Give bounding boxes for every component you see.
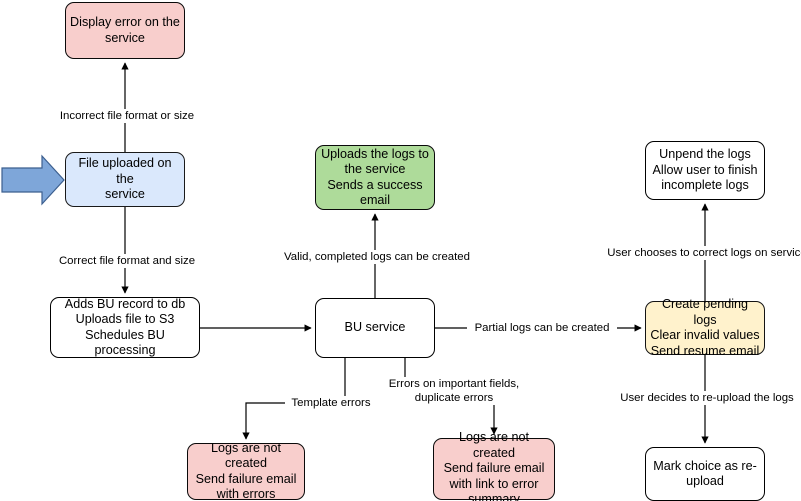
edge-label-partial-logs: Partial logs can be created [467,321,617,335]
node-label: BU service [344,320,406,335]
edge-label-template-errors: Template errors [285,396,377,410]
node-file-uploaded-on-the-service[interactable]: File uploaded on the service [65,152,185,207]
node-adds-bu-record[interactable]: Adds BU record to db Uploads file to S3 … [50,297,200,358]
edge-label-incorrect-file-format: Incorrect file format or size [51,109,203,123]
node-label: Display error on the service [70,15,180,45]
node-label: File uploaded on the service [78,156,172,202]
node-bu-service[interactable]: BU service [315,298,435,358]
node-label: Logs are not created Send failure email … [195,440,297,501]
node-label: Uploads the logs to the service Sends a … [321,146,429,208]
node-mark-choice-as-re-upload[interactable]: Mark choice as re- upload [645,447,765,501]
node-display-error[interactable]: Display error on the service [65,2,185,59]
edge-label-correct-file-format: Correct file format and size [52,254,202,268]
edge-label-user-decides-to-reupload: User decides to re-upload the logs [613,391,801,405]
entry-arrow-icon [1,154,65,206]
node-logs-not-created-with-errors[interactable]: Logs are not created Send failure email … [187,440,305,501]
edge-label-errors-on-important-fields: Errors on important fields, duplicate er… [381,377,527,405]
node-label: Adds BU record to db Uploads file to S3 … [64,296,186,358]
node-create-pending-logs[interactable]: Create pending logs Clear invalid values… [645,297,765,358]
node-uploads-the-logs[interactable]: Uploads the logs to the service Sends a … [315,145,435,210]
node-unpend-the-logs[interactable]: Unpend the logs Allow user to finish inc… [645,141,765,200]
edge-label-valid-completed-logs: Valid, completed logs can be created [277,250,477,264]
node-label: Unpend the logs Allow user to finish inc… [652,147,758,193]
node-logs-not-created-error-summary[interactable]: Logs are not created Send failure email … [433,430,555,501]
edge-label-user-chooses-to-correct-logs: User chooses to correct logs on service [602,246,801,260]
node-label: Create pending logs Clear invalid values… [650,297,760,358]
node-label: Mark choice as re- upload [653,458,757,489]
node-label: Logs are not created Send failure email … [443,430,545,501]
